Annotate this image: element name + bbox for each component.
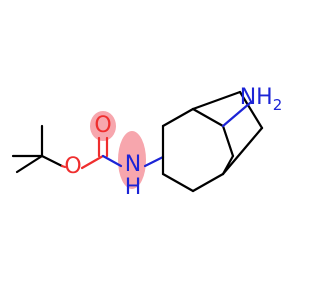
bond-tbu-c-o: [40, 154, 64, 168]
bond-amine: [221, 101, 252, 128]
bond-ester-o-right: [80, 154, 105, 170]
molecule-diagram: O O N H NH2: [11, 85, 283, 200]
bond-tbu-methyl-bottom: [15, 154, 44, 174]
bond-bridge-bottom: [221, 126, 264, 176]
bond-carbonyl-n: [101, 154, 123, 168]
carbamate-hydrogen-label: H: [125, 175, 142, 200]
carbamate-nitrogen-label: N: [125, 152, 141, 177]
bond-bridge-top: [191, 90, 242, 111]
bond-ring-top-right: [191, 107, 225, 128]
oxygen-highlight: [90, 111, 116, 141]
amine-symbol: NH: [240, 85, 273, 110]
nitrogen-highlight: [118, 131, 146, 189]
bond-bridge-right: [238, 90, 264, 130]
carbonyl-oxygen-label: O: [94, 113, 111, 138]
bond-ring-right-upper: [221, 124, 235, 158]
ester-oxygen-label: O: [64, 154, 81, 179]
bond-ester-o-left: [60, 164, 67, 169]
amine-subscript: 2: [273, 96, 283, 114]
amine-label: NH2: [240, 85, 283, 114]
bond-ring-top-left: [161, 107, 195, 128]
bond-ring-bottom-right: [191, 172, 225, 193]
bond-ring-bottom-left: [161, 172, 195, 193]
bond-n-ring: [143, 155, 165, 168]
